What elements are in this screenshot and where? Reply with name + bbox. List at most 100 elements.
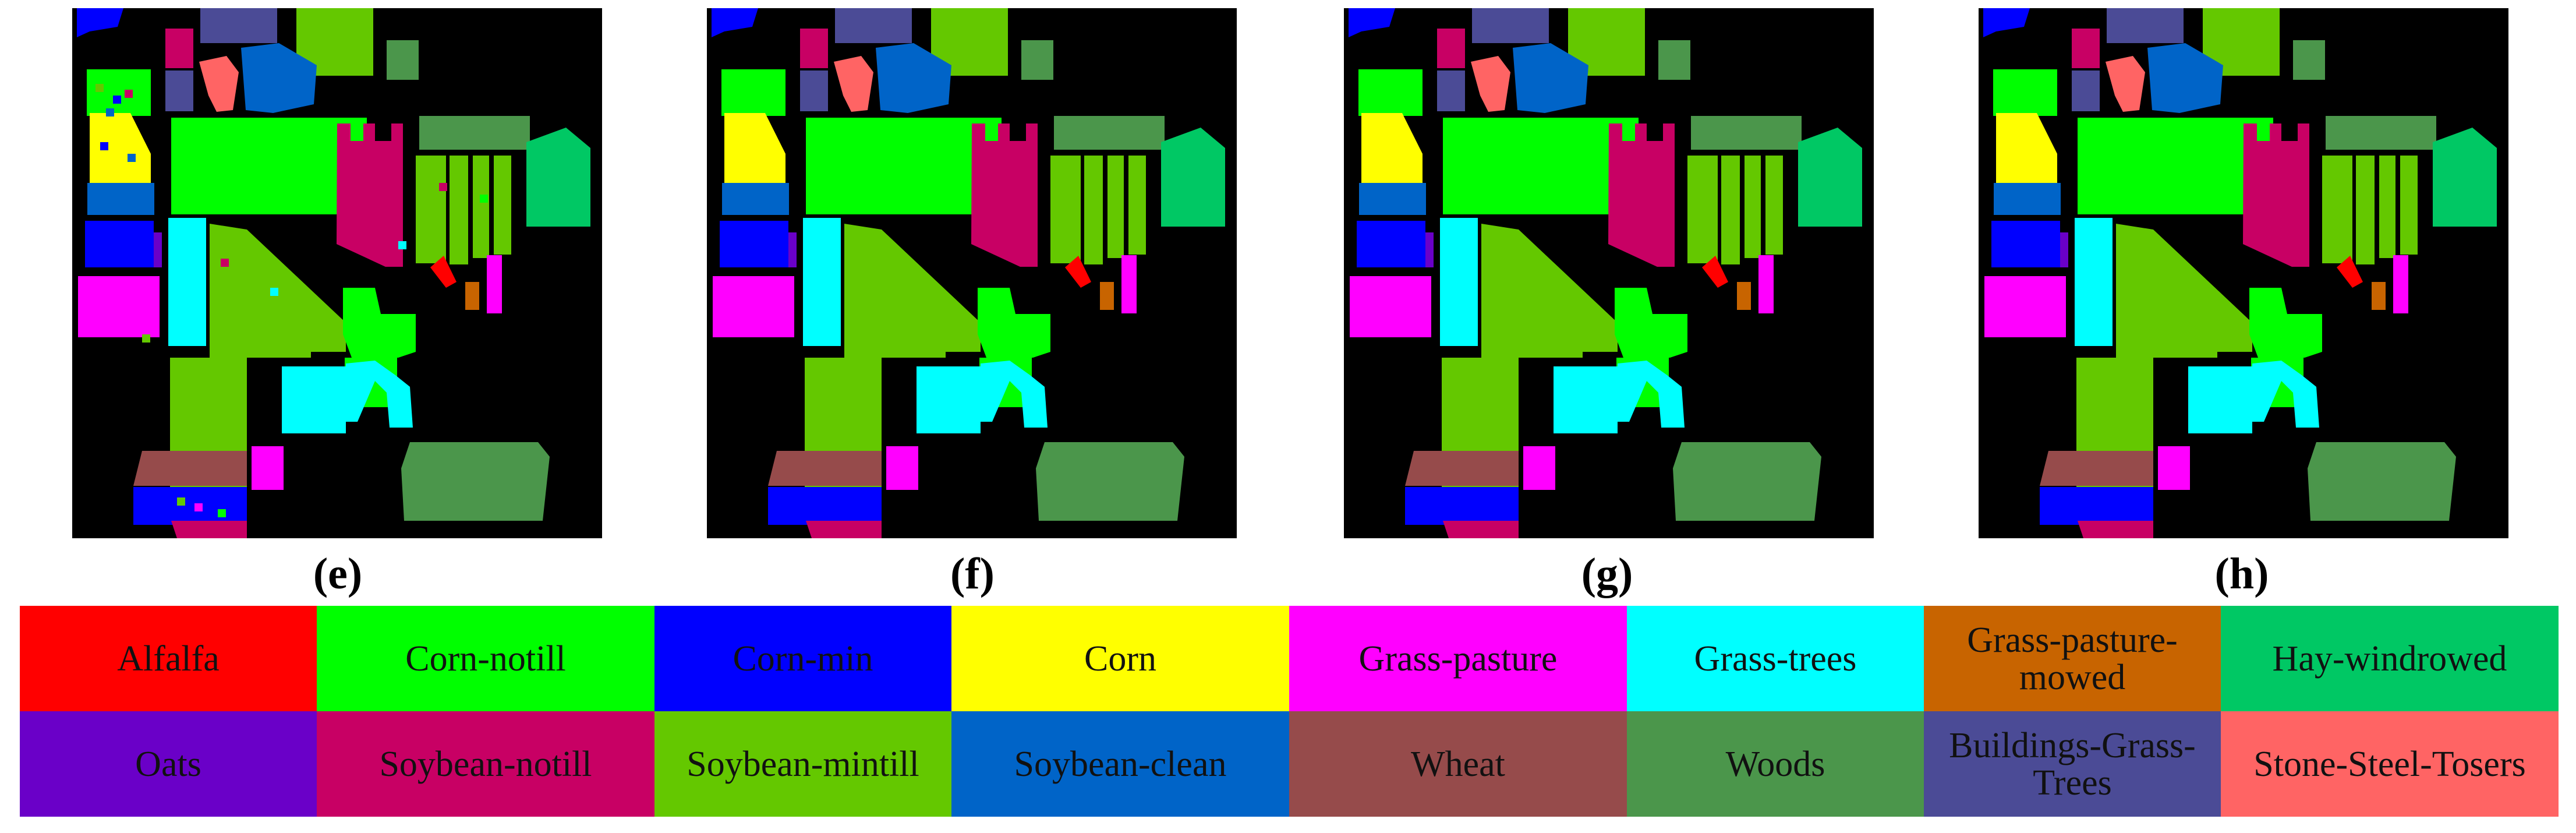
map-region (722, 183, 789, 215)
map-region (724, 113, 785, 183)
classification-map (712, 8, 1225, 538)
map-panel-e (72, 8, 602, 538)
map-region (1554, 366, 1618, 433)
map-region (720, 221, 788, 267)
map-region (133, 451, 247, 486)
legend-cell-alfalfa: Alfalfa (20, 606, 317, 711)
map-region (1357, 221, 1425, 267)
legend-cell-wheat: Wheat (1289, 711, 1627, 817)
map-region (416, 156, 446, 263)
map-region (337, 123, 403, 267)
legend-cell-corn-min: Corn-min (654, 606, 951, 711)
map-region (806, 521, 882, 538)
map-region (803, 218, 841, 346)
map-region (768, 451, 882, 486)
map-panel-f (707, 8, 1237, 538)
map-region (1658, 40, 1690, 80)
map-region (1021, 40, 1053, 80)
map-region (1443, 521, 1519, 538)
legend-cell-grass-pasture-mowed: Grass-pasture-mowed (1924, 606, 2221, 711)
map-region (721, 69, 785, 116)
map-region (2400, 156, 2418, 255)
map-panel-h (1979, 8, 2508, 538)
map-region (171, 521, 247, 538)
map-region (171, 118, 367, 214)
map-panel-g (1344, 8, 1874, 538)
map-region (1758, 255, 1774, 313)
map-region (2379, 156, 2395, 258)
legend-cell-grass-pasture: Grass-pasture (1289, 606, 1627, 711)
map-region (2252, 361, 2319, 428)
map-region (2107, 8, 2184, 43)
map-region (133, 487, 247, 525)
map-region (85, 221, 154, 267)
map-region (768, 487, 882, 525)
map-region (1036, 442, 1184, 521)
map-region (87, 183, 154, 215)
map-region (1350, 276, 1431, 337)
map-region (1405, 451, 1519, 486)
map-noise-pixel (194, 503, 203, 511)
map-noise-pixel (125, 90, 133, 98)
map-region (1673, 442, 1821, 521)
legend-cell-soybean-notill: Soybean-notill (317, 711, 654, 817)
map-region (1358, 69, 1423, 116)
map-region (165, 70, 193, 111)
map-region (1107, 156, 1124, 258)
map-region (343, 288, 416, 358)
map-region (419, 116, 530, 150)
map-region (2433, 128, 2497, 227)
map-region (2158, 446, 2190, 490)
map-region (1983, 8, 2030, 37)
map-region (494, 156, 511, 255)
map-region (1065, 256, 1091, 288)
map-region (2188, 366, 2252, 433)
map-region (1054, 116, 1165, 150)
map-region (2106, 56, 2145, 112)
map-region (1442, 224, 1618, 492)
map-region (2060, 232, 2068, 267)
map-region (1359, 183, 1426, 215)
map-noise-pixel (480, 195, 488, 203)
map-region (1996, 113, 2057, 183)
map-region (1349, 8, 1395, 37)
map-region (1702, 256, 1728, 288)
map-noise-pixel (113, 96, 121, 104)
map-noise-pixel (398, 241, 406, 249)
map-region (1765, 156, 1783, 255)
map-region (2322, 156, 2352, 263)
map-region (1618, 361, 1685, 428)
map-region (2393, 255, 2408, 313)
map-region (2372, 282, 2386, 310)
map-region (1440, 218, 1478, 346)
map-region (1361, 113, 1423, 183)
map-region (1513, 43, 1588, 113)
map-region (1745, 156, 1761, 258)
map-region (876, 43, 951, 113)
legend-cell-woods: Woods (1627, 711, 1924, 817)
map-region (1128, 156, 1146, 255)
legend-cell-corn: Corn (951, 606, 1289, 711)
map-region (713, 276, 794, 337)
map-region (1798, 128, 1862, 227)
map-region (2040, 487, 2153, 525)
map-region (1437, 70, 1465, 111)
legend-cell-soybean-mintill: Soybean-mintill (654, 711, 951, 817)
map-region (712, 8, 758, 37)
map-region (978, 288, 1050, 358)
map-region (886, 446, 918, 490)
map-noise-pixel (128, 154, 136, 162)
classification-map (77, 8, 590, 538)
map-region (487, 255, 502, 313)
map-region (77, 8, 123, 37)
map-region (170, 224, 346, 492)
classification-map (1983, 8, 2497, 538)
caption-g: (g) (1581, 549, 1633, 598)
map-region (971, 123, 1038, 267)
map-region (1608, 123, 1675, 267)
map-region (2308, 442, 2456, 521)
map-region (90, 113, 151, 183)
map-noise-pixel (95, 84, 104, 92)
map-region (78, 276, 160, 337)
map-region (1443, 118, 1639, 214)
